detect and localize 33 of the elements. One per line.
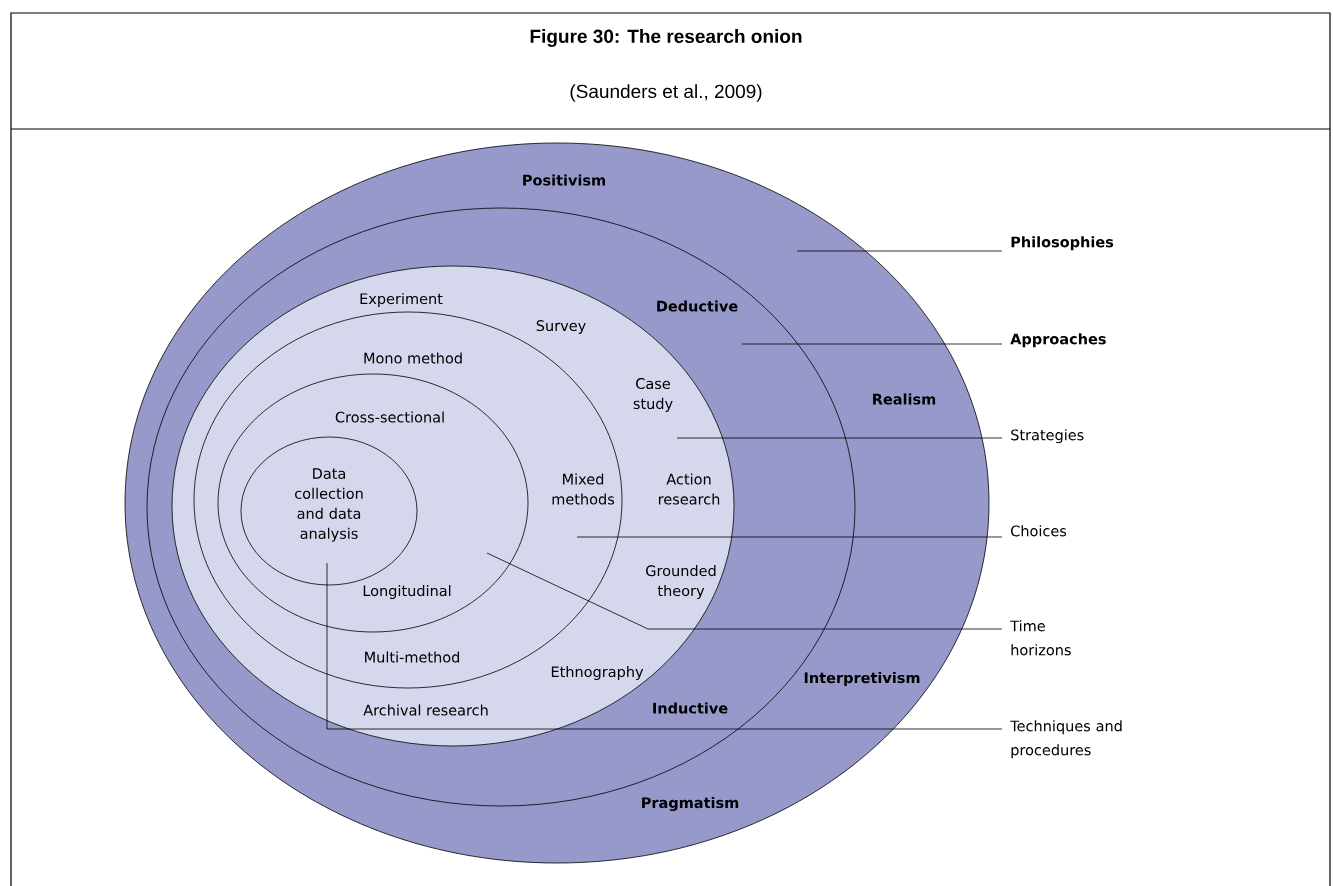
layer-label: Experiment	[360, 293, 443, 307]
layer-label: Inductive	[653, 702, 728, 714]
layer-name: Strategies	[1011, 429, 1084, 444]
layer-label: Data collection and data analysis	[295, 468, 363, 542]
layer-label: Cross-sectional	[335, 411, 444, 423]
layer-name: Techniques and procedures	[1010, 720, 1122, 759]
layer-label: Interpretivism	[804, 672, 920, 686]
leader-line	[676, 437, 1003, 439]
layer-label: Mixed methods	[552, 473, 615, 505]
layer-label: Mono method	[364, 352, 462, 364]
layer-name: Time horizons	[1010, 620, 1071, 656]
figure-caption: (Saunders et al., 2009)	[570, 84, 762, 102]
leader-line	[741, 343, 1003, 345]
layer-name: Choices	[1011, 525, 1067, 537]
layer-label: Longitudinal	[363, 585, 451, 599]
layer-label: Action research	[658, 473, 720, 505]
layer-label: Realism	[873, 393, 936, 405]
layer-label: Archival research	[363, 704, 488, 716]
layer-label: Pragmatism	[642, 796, 739, 812]
leader-line	[486, 552, 1003, 630]
layer-label: Ethnography	[551, 666, 644, 680]
figure-title: Figure 30: The research onion	[530, 29, 802, 47]
layer-label: Grounded theory	[646, 565, 716, 599]
layer-label: Positivism	[523, 174, 605, 186]
layer-name: Philosophies	[1011, 236, 1114, 251]
layer-label: Survey	[536, 320, 586, 334]
leader-line	[576, 536, 1003, 538]
layer-label: Case study	[633, 378, 673, 412]
leader-line	[796, 250, 1003, 252]
layer-name: Approaches	[1010, 333, 1106, 348]
layer-label: Multi-method	[365, 651, 460, 663]
layer-label: Deductive	[657, 300, 738, 312]
leader-line	[326, 562, 1003, 730]
